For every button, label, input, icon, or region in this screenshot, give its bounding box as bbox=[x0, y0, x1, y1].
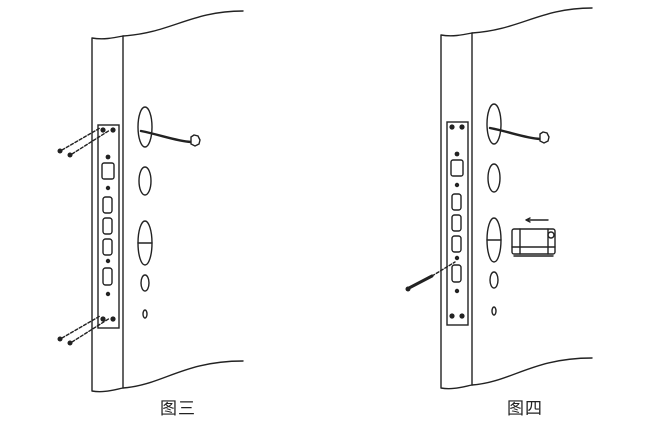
figure-3-door bbox=[90, 9, 245, 393]
figure-4-screw bbox=[405, 261, 456, 292]
lock-cylinder bbox=[511, 217, 556, 257]
figure-4-door bbox=[439, 6, 594, 390]
insert-arrow-icon bbox=[525, 217, 549, 223]
figure-3-screws bbox=[57, 127, 111, 346]
figure-4-caption: 图四 bbox=[507, 399, 543, 419]
figure-3-caption: 图三 bbox=[160, 399, 196, 419]
